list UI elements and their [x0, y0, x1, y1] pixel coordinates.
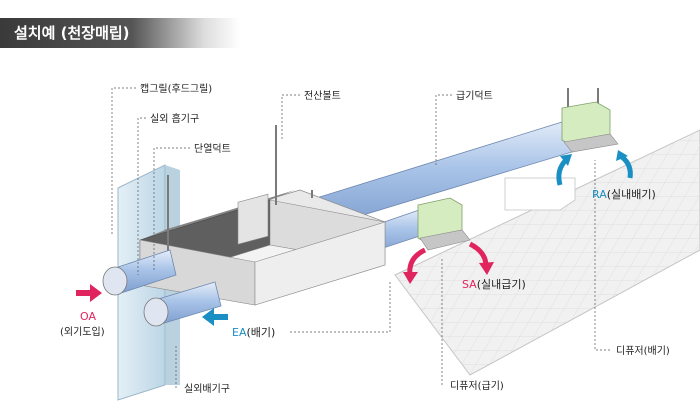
- label-outdoor-intake: 실외 흡기구: [150, 112, 199, 125]
- sa-code: SA: [462, 278, 477, 291]
- sa-diffuser: [417, 197, 471, 251]
- sa-arrow-right: [468, 241, 494, 275]
- label-insulated-duct: 단열덕트: [194, 143, 231, 155]
- ra-description: (실내배기): [607, 188, 656, 201]
- label-supply-duct: 급기덕트: [456, 90, 493, 102]
- oa-arrow: [76, 284, 102, 302]
- sa-label: SA(실내급기): [462, 278, 526, 291]
- ea-duct: [143, 281, 222, 327]
- page-title: 설치예 (천장매립): [14, 24, 130, 42]
- sa-description: (실내급기): [477, 278, 526, 291]
- label-hanger-bolt: 전산볼트: [304, 90, 341, 102]
- label-cap-grille: 캡그릴(후드그릴): [140, 82, 212, 95]
- oa-duct: [102, 249, 177, 296]
- ra-diffuser: [561, 101, 619, 153]
- oa-label: OA: [80, 310, 96, 323]
- ra-code: RA: [592, 188, 607, 201]
- ra-label: RA(실내배기): [592, 188, 656, 201]
- ra-arrow-right: [616, 150, 633, 179]
- ea-arrow: [202, 308, 228, 326]
- label-outdoor-exhaust: 실외배기구: [184, 383, 230, 395]
- ea-description: (배기): [246, 326, 275, 339]
- ra-arrow-left: [556, 154, 572, 186]
- label-diffuser-exhaust: 디퓨저(배기): [616, 345, 670, 357]
- leader-lines: [111, 87, 610, 388]
- sa-arrow-left: [403, 247, 427, 284]
- title-bar: 설치예 (천장매립): [0, 18, 240, 48]
- oa-code: OA: [80, 310, 96, 323]
- label-diffuser-supply: 디퓨저(급기): [450, 380, 504, 392]
- ea-label: EA(배기): [232, 326, 275, 339]
- ceiling-plane: [394, 129, 700, 376]
- ea-code: EA: [232, 326, 247, 339]
- oa-description: (외기도입): [60, 325, 105, 338]
